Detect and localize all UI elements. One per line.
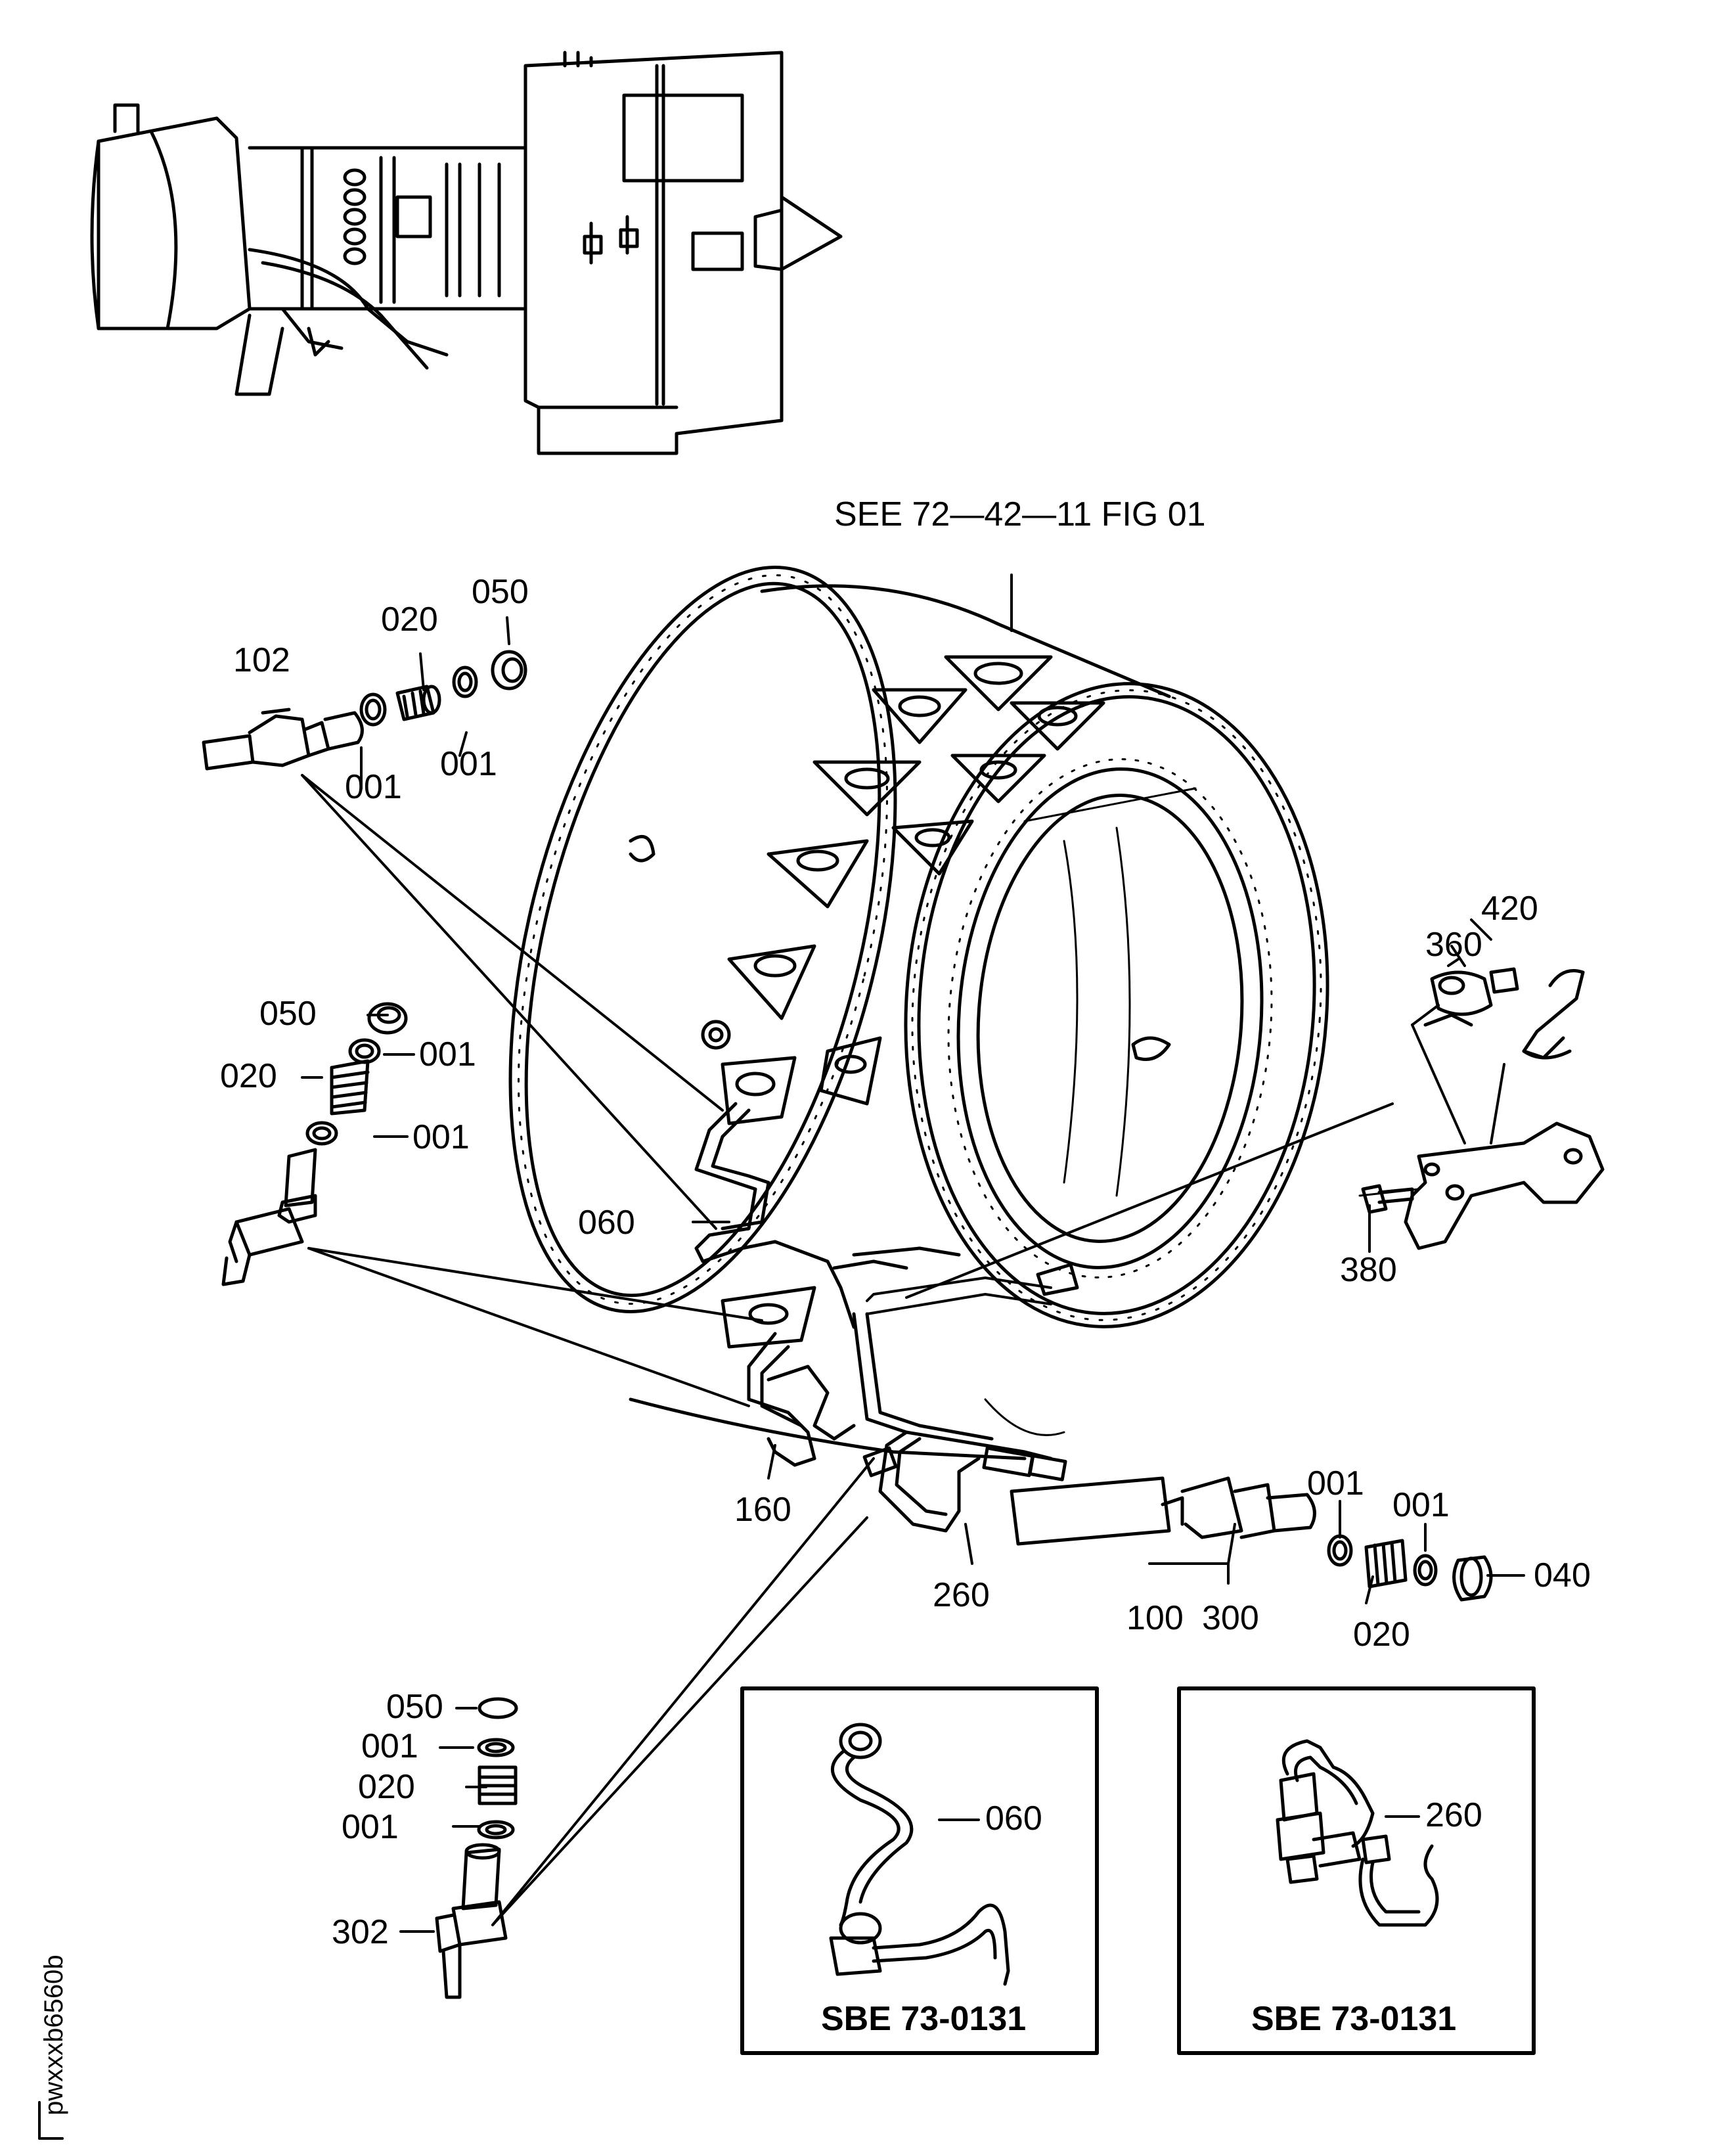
- leader-lines: [301, 574, 1525, 1933]
- callout-020: 020: [358, 1768, 415, 1806]
- fitting-body: [221, 1148, 317, 1286]
- inset-260-label: 260: [1425, 1796, 1482, 1834]
- part-020-spring: [1364, 1539, 1408, 1589]
- callout-001: 001: [440, 745, 497, 783]
- part-040-cap: [1452, 1555, 1493, 1602]
- inset-260: [1177, 1686, 1536, 2055]
- part-100-300-fitting: [1010, 1476, 1316, 1546]
- part-001-seal: [477, 1738, 515, 1757]
- drawing-code: pwxxxb6560b: [39, 1955, 68, 2115]
- callout-050: 050: [259, 995, 317, 1033]
- callout-050: 050: [472, 573, 529, 611]
- part-001-seal: [1413, 1554, 1438, 1587]
- callout-020: 020: [1353, 1616, 1410, 1654]
- callout-380: 380: [1340, 1251, 1397, 1289]
- engine-locator-view: [90, 51, 843, 455]
- inset-260-caption: SBE 73-0131: [1251, 2000, 1456, 2038]
- callout-100: 100: [1126, 1599, 1184, 1637]
- callout-260: 260: [933, 1576, 990, 1614]
- part-020-spring: [478, 1765, 518, 1805]
- part-001-seal: [348, 1038, 381, 1064]
- inset-060-label: 060: [985, 1799, 1042, 1838]
- part-302-fitting: [435, 1843, 508, 1999]
- bracket-assembly: [1358, 967, 1605, 1250]
- callout-001: 001: [1307, 1464, 1364, 1503]
- part-001-seal: [1327, 1534, 1353, 1567]
- part-001-seal: [477, 1820, 515, 1840]
- callout-020: 020: [381, 600, 438, 639]
- part-050-cap: [367, 1002, 408, 1035]
- callout-420: 420: [1481, 890, 1538, 928]
- part-050-cap: [491, 650, 527, 690]
- callout-302: 302: [332, 1913, 389, 1951]
- callout-001: 001: [361, 1727, 418, 1765]
- part-001-seal: [452, 666, 478, 698]
- callout-001: 001: [419, 1035, 476, 1074]
- part-050-cap: [478, 1697, 518, 1719]
- callout-001: 001: [412, 1118, 470, 1156]
- callout-001: 001: [342, 1808, 399, 1846]
- part-020-spring: [330, 1059, 370, 1116]
- callout-040: 040: [1534, 1556, 1591, 1594]
- callout-300: 300: [1202, 1599, 1259, 1637]
- fuel-manifold-tubes: [694, 1102, 1067, 1533]
- callout-050: 050: [386, 1688, 443, 1726]
- callout-020: 020: [220, 1057, 277, 1095]
- callouts: SEE 72—42—11 FIG 01 102 020 050 001 001 …: [39, 495, 1591, 2115]
- callout-360: 360: [1425, 926, 1482, 964]
- callout-060: 060: [578, 1204, 635, 1242]
- part-102-fitting: [202, 708, 364, 771]
- callout-102: 102: [233, 641, 290, 679]
- inset-060: [740, 1686, 1099, 2055]
- callout-001: 001: [345, 768, 402, 806]
- part-001-seal: [305, 1121, 338, 1146]
- part-001-seal: [359, 692, 387, 727]
- combustion-case: [508, 566, 1329, 1460]
- callout-160: 160: [734, 1491, 791, 1529]
- figure-reference: SEE 72—42—11 FIG 01: [834, 495, 1206, 533]
- part-020-spring: [395, 685, 441, 721]
- inset-060-caption: SBE 73-0131: [821, 2000, 1026, 2038]
- callout-001: 001: [1392, 1486, 1450, 1524]
